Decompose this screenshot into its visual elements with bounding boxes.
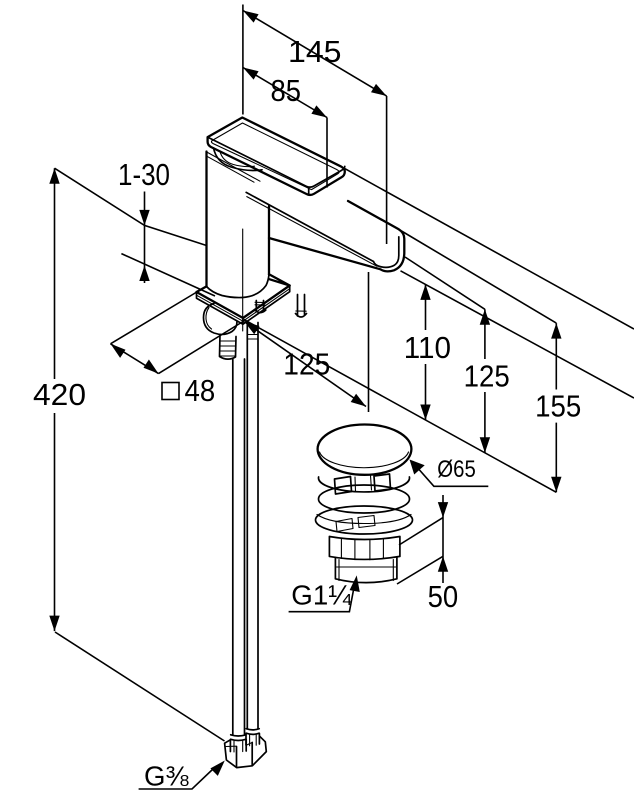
svg-text:145: 145 bbox=[288, 34, 342, 69]
svg-text:G1¼: G1¼ bbox=[291, 580, 352, 611]
svg-text:G⅜: G⅜ bbox=[144, 760, 189, 791]
svg-text:110: 110 bbox=[404, 330, 451, 365]
svg-text:48: 48 bbox=[185, 373, 216, 408]
svg-text:125: 125 bbox=[464, 358, 510, 393]
svg-text:125: 125 bbox=[283, 347, 330, 382]
svg-text:420: 420 bbox=[33, 377, 86, 412]
svg-text:1-30: 1-30 bbox=[118, 157, 170, 192]
svg-text:Ø65: Ø65 bbox=[437, 456, 476, 483]
svg-text:155: 155 bbox=[535, 388, 581, 423]
svg-text:85: 85 bbox=[271, 73, 302, 108]
svg-text:50: 50 bbox=[428, 579, 459, 614]
